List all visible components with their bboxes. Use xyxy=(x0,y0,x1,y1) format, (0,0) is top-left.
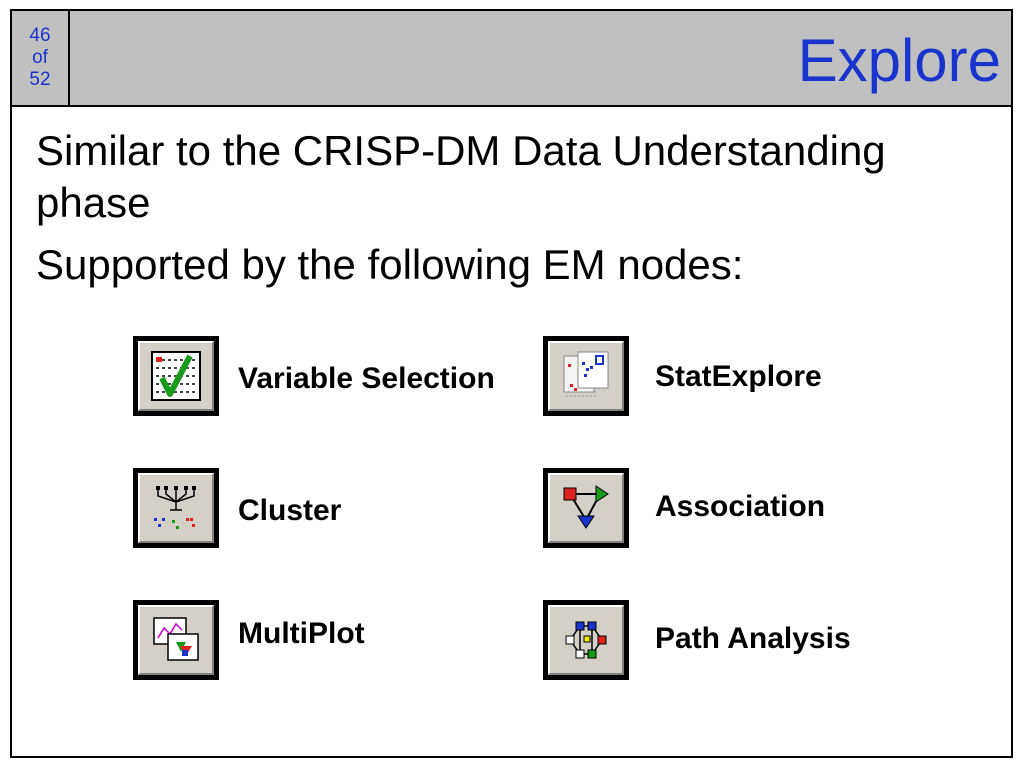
page-number: 46 of 52 xyxy=(12,11,70,105)
bullet-item: Similar to the CRISP-DM Data Understandi… xyxy=(36,127,886,226)
variable-selection-icon xyxy=(133,336,219,416)
node-label-multiplot: MultiPlot xyxy=(238,617,365,650)
bullet-item: Supported by the following EM nodes: xyxy=(36,241,744,288)
node-label-statexplore: StatExplore xyxy=(655,360,822,393)
slide-title: Explore xyxy=(797,27,1001,94)
node-label-association: Association xyxy=(655,490,826,523)
path-analysis-icon xyxy=(543,600,629,680)
bullet-list: Similar to the CRISP-DM Data Understandi… xyxy=(36,125,996,301)
slide-header: 46 of 52 Explore xyxy=(12,11,1011,107)
node-label-variable-selection: Variable Selection xyxy=(238,362,495,395)
node-label-cluster: Cluster xyxy=(238,494,342,527)
page-current: 46 xyxy=(29,25,51,46)
multiplot-icon xyxy=(133,600,219,680)
cluster-icon xyxy=(133,468,219,548)
page-of: of xyxy=(32,47,48,68)
association-icon xyxy=(543,468,629,548)
statexplore-icon xyxy=(543,336,629,416)
node-label-path-analysis: Path Analysis xyxy=(655,622,851,655)
page-total: 52 xyxy=(29,69,51,90)
